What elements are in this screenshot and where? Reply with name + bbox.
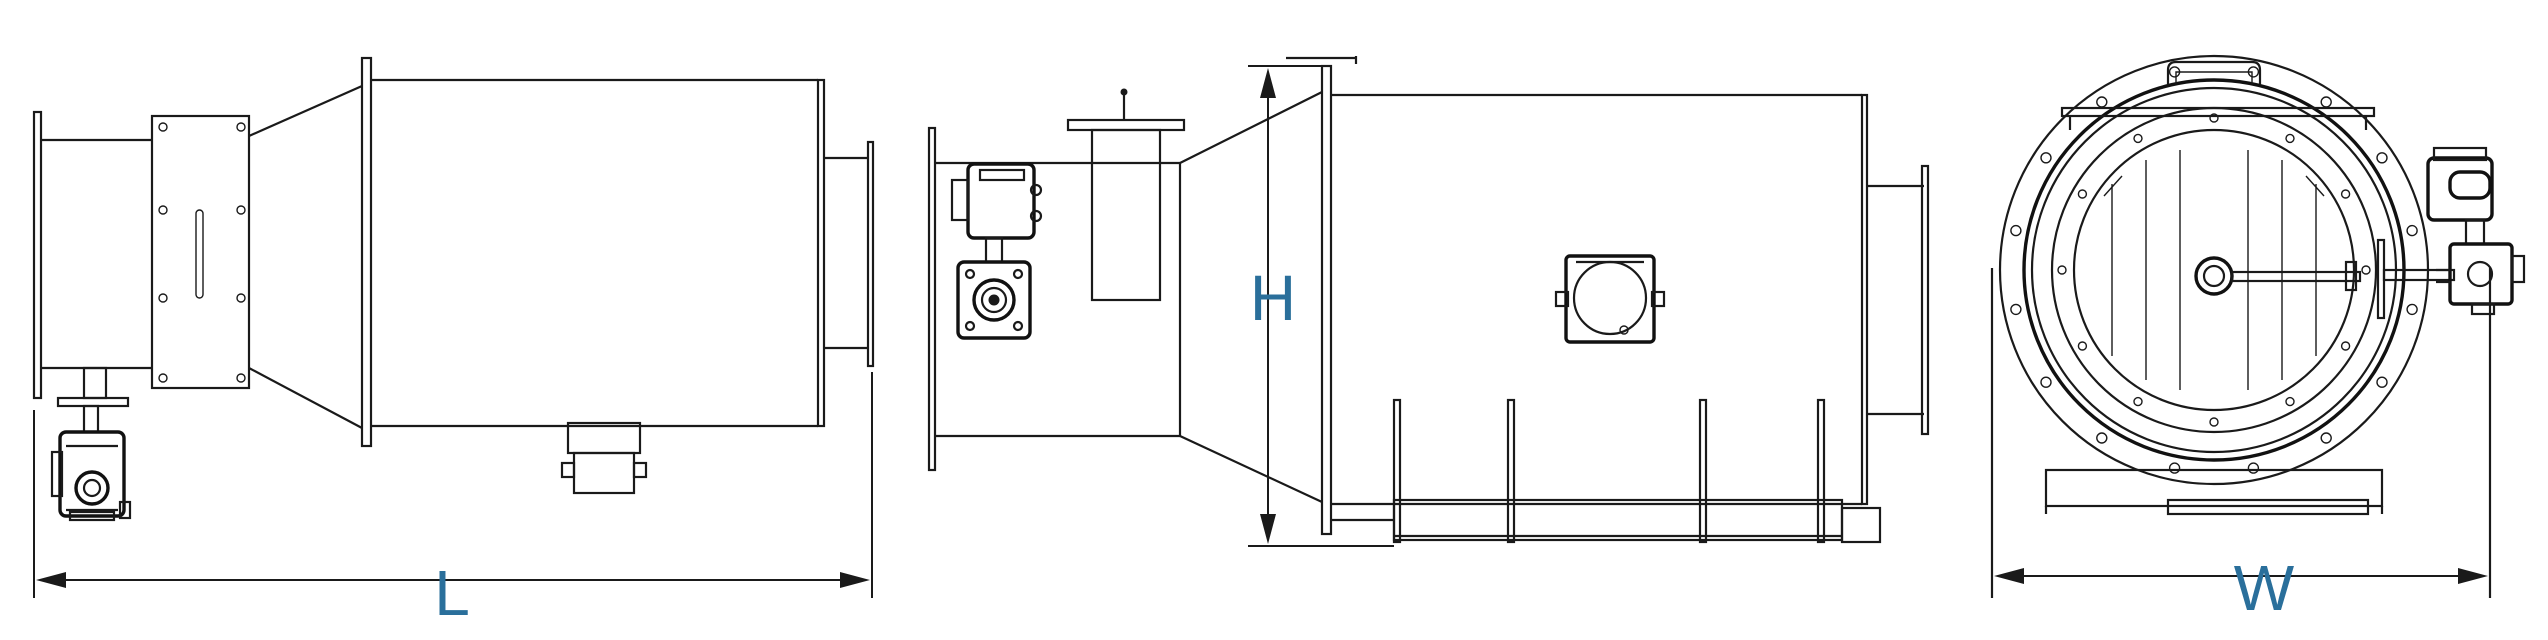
actuator-top bbox=[950, 162, 1043, 340]
inner-ring bbox=[2050, 106, 2378, 434]
bolt-hole bbox=[2285, 396, 2295, 407]
bolt-hole bbox=[2247, 462, 2260, 474]
inspection-port bbox=[1554, 254, 1666, 344]
bolt-hole bbox=[2168, 462, 2181, 474]
bolt-hole bbox=[2406, 224, 2418, 237]
flange-bolts bbox=[2010, 66, 2418, 474]
base-stand bbox=[1990, 268, 2492, 598]
body-flange-top bbox=[1320, 64, 1333, 536]
sight-slot bbox=[195, 209, 204, 299]
inlet-flange bbox=[32, 110, 43, 400]
outer-flange bbox=[1998, 54, 2430, 486]
side-view: L bbox=[32, 56, 875, 629]
height-label: H bbox=[1250, 262, 1296, 334]
outlet-flange-top bbox=[1920, 164, 1930, 436]
mounting-plate bbox=[150, 114, 251, 390]
width-label: W bbox=[2234, 552, 2295, 624]
inlet-flange-top bbox=[927, 126, 937, 472]
dimension-width bbox=[1994, 568, 2488, 584]
bolt-hole bbox=[2077, 341, 2088, 351]
bolt-hole bbox=[2096, 432, 2108, 444]
actuator-side bbox=[50, 366, 132, 522]
front-view: W bbox=[1990, 54, 2526, 624]
bolt-hole bbox=[2361, 265, 2371, 275]
bolt-hole bbox=[2010, 303, 2022, 316]
dimension-height bbox=[1248, 65, 1394, 547]
actuator-front bbox=[2426, 146, 2526, 316]
body-end bbox=[816, 78, 826, 428]
plate-bolts bbox=[158, 122, 246, 383]
bolt-hole bbox=[2040, 376, 2052, 388]
dimension-length bbox=[33, 372, 873, 598]
bolt-hole bbox=[2010, 224, 2022, 237]
bolt-hole bbox=[2285, 133, 2295, 144]
bolt-hole bbox=[2340, 189, 2351, 199]
support-frame bbox=[1331, 398, 1882, 544]
top-view: H bbox=[927, 56, 1930, 547]
bolt-hole bbox=[2133, 396, 2143, 407]
bolt-hole bbox=[2376, 376, 2388, 388]
body-flange bbox=[360, 56, 373, 448]
bolt-hole bbox=[2209, 113, 2219, 123]
bolt-hole bbox=[2320, 432, 2332, 444]
bolt-hole bbox=[2077, 189, 2088, 199]
bolt-hole bbox=[2133, 133, 2143, 144]
bolt-hole bbox=[2376, 152, 2388, 164]
bolt-hole bbox=[2057, 265, 2067, 275]
louver-blades bbox=[2103, 150, 2325, 390]
inner-bolts bbox=[2057, 113, 2371, 427]
bolt-hole bbox=[2040, 152, 2052, 164]
bolt-hole bbox=[2406, 303, 2418, 316]
bolt-hole bbox=[2209, 417, 2219, 427]
bolt-hole bbox=[2340, 341, 2351, 351]
bolt-hole bbox=[2320, 96, 2332, 108]
bolt-hole bbox=[2096, 96, 2108, 108]
damper-shaft bbox=[2194, 238, 2456, 320]
damper-post bbox=[1066, 88, 1186, 302]
outlet-flange bbox=[866, 140, 875, 368]
length-label: L bbox=[434, 557, 470, 629]
inspection-box bbox=[566, 421, 642, 455]
